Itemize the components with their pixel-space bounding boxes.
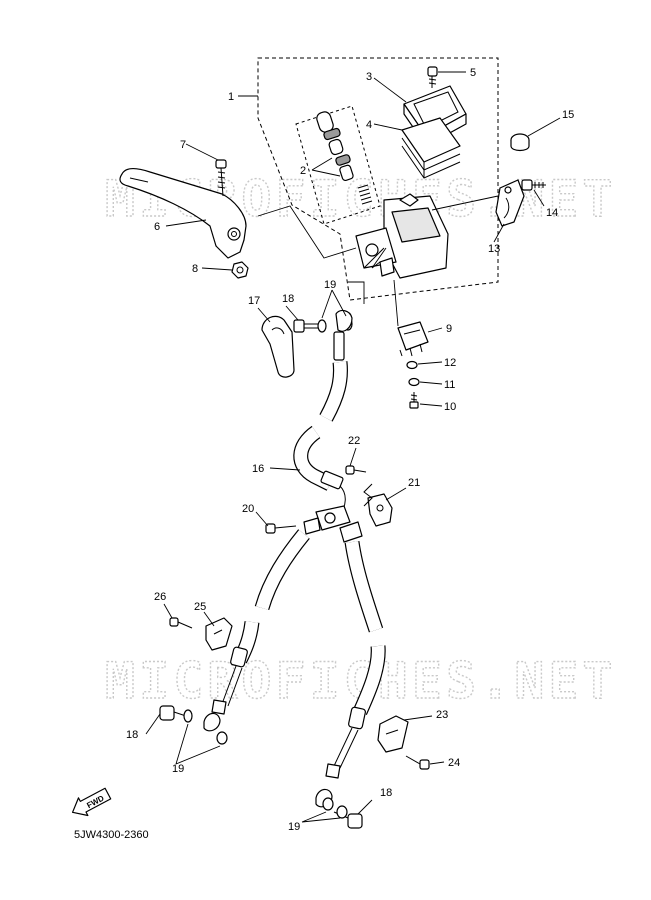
callout-15: 15 xyxy=(562,109,574,121)
switch-washer[interactable] xyxy=(408,377,420,387)
fwd-arrow-icon: FWD xyxy=(71,787,112,817)
callout-18-left: 18 xyxy=(126,729,138,741)
diaphragm[interactable] xyxy=(401,117,461,179)
brake-lever[interactable] xyxy=(119,167,247,259)
callout-17: 17 xyxy=(248,295,260,307)
callout-18-top: 18 xyxy=(282,293,294,305)
master-cylinder-body[interactable] xyxy=(355,193,449,279)
callout-26: 26 xyxy=(154,591,166,603)
rubber-cap[interactable] xyxy=(510,133,530,152)
switch-washer-spring[interactable] xyxy=(406,360,418,370)
handlebar-clamp[interactable] xyxy=(495,179,525,227)
callout-3: 3 xyxy=(366,71,372,83)
copper-washer-right[interactable] xyxy=(322,797,348,819)
cap-screw[interactable] xyxy=(427,66,438,88)
callout-6: 6 xyxy=(154,221,160,233)
brake-hose-middle[interactable] xyxy=(293,425,346,517)
callout-19-right: 19 xyxy=(288,821,300,833)
assembly-boundary xyxy=(257,57,499,301)
callout-11: 11 xyxy=(444,379,455,391)
clamp-bolt[interactable] xyxy=(521,179,546,191)
lever-nut[interactable] xyxy=(231,261,249,279)
switch-screw[interactable] xyxy=(409,392,419,409)
clamp-bolt-right[interactable] xyxy=(405,755,430,770)
callout-19-left: 19 xyxy=(172,763,184,775)
clamp-bolt-left[interactable] xyxy=(169,617,193,629)
callout-labels: 1 2 3 4 5 6 7 8 9 10 11 12 13 14 15 16 1… xyxy=(126,67,574,833)
bracket-bolt-upper[interactable] xyxy=(345,465,367,475)
callout-14: 14 xyxy=(546,207,558,219)
callout-20: 20 xyxy=(242,503,254,515)
callout-23: 23 xyxy=(436,709,448,721)
callout-16: 16 xyxy=(252,463,264,475)
brake-hose-upper[interactable] xyxy=(319,309,353,422)
hose-clamp-right[interactable] xyxy=(377,715,409,753)
callout-24: 24 xyxy=(448,757,460,769)
brake-light-switch[interactable] xyxy=(397,321,429,357)
callout-10: 10 xyxy=(444,401,456,413)
leader-lines xyxy=(145,71,561,823)
callout-7: 7 xyxy=(180,139,186,151)
callout-22: 22 xyxy=(348,435,360,447)
copper-washer-left[interactable] xyxy=(183,709,228,745)
callout-19-top: 19 xyxy=(324,279,336,291)
callout-13: 13 xyxy=(488,243,500,255)
hose-cover[interactable] xyxy=(261,315,295,378)
hose-bracket-upper[interactable] xyxy=(363,483,393,527)
callout-8: 8 xyxy=(192,263,198,275)
hose-joint[interactable] xyxy=(303,505,363,543)
piston-kit[interactable] xyxy=(295,105,381,225)
hose-clamp-left[interactable] xyxy=(205,617,233,651)
callout-25: 25 xyxy=(194,601,206,613)
union-bolt-top[interactable] xyxy=(293,319,319,333)
callout-2: 2 xyxy=(300,165,306,177)
lever-pivot-bolt[interactable] xyxy=(215,159,227,197)
callout-12: 12 xyxy=(444,357,456,369)
callout-4: 4 xyxy=(366,119,372,131)
callout-1: 1 xyxy=(228,91,234,103)
callout-5: 5 xyxy=(470,67,476,79)
callout-18-right: 18 xyxy=(380,787,392,799)
joint-bolt[interactable] xyxy=(265,523,297,534)
callout-21: 21 xyxy=(408,477,420,489)
brake-hose-right[interactable] xyxy=(315,540,386,808)
callout-9: 9 xyxy=(446,323,452,335)
union-bolt-left[interactable] xyxy=(159,705,187,721)
diagram-code: 5JW4300-2360 xyxy=(74,829,149,841)
brake-hose-left[interactable] xyxy=(203,529,310,732)
